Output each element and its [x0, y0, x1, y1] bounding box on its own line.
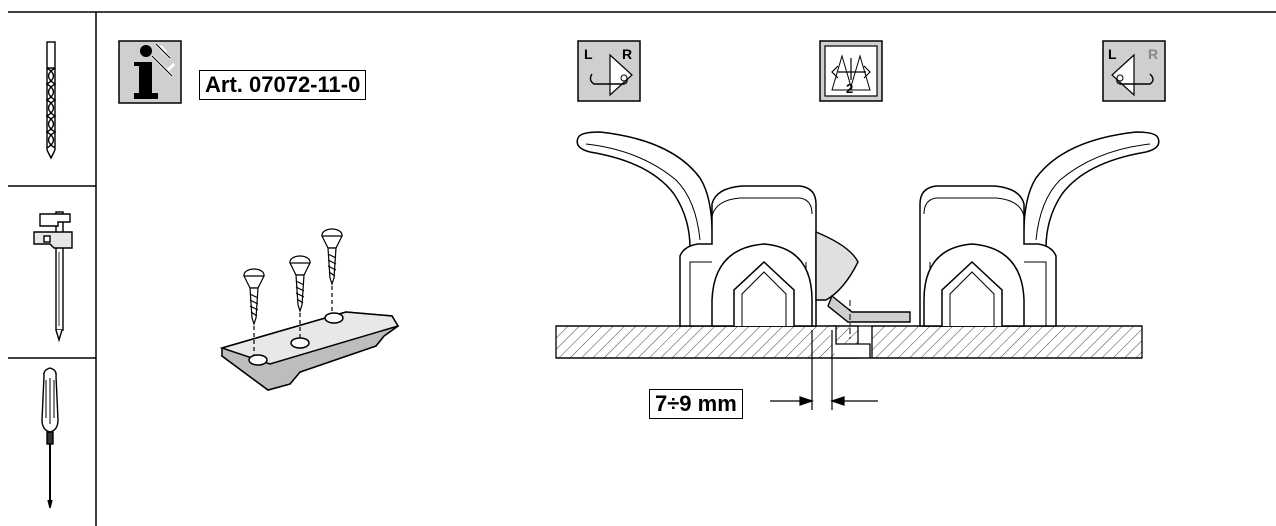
gap-dimension [770, 330, 878, 410]
hinge-left [576, 131, 817, 327]
hinge-adjust-icon: 2 [819, 40, 883, 102]
gap-dimension-label: 7÷9 mm [649, 389, 743, 419]
hinge-left-letter-l: L [584, 46, 593, 62]
screwdriver-icon [41, 367, 59, 509]
hinge-right-letter-r: R [1148, 46, 1158, 62]
hinge-adjust-number: 2 [846, 81, 853, 96]
screw-1 [243, 268, 265, 356]
hinge-left-letter-r: R [622, 46, 632, 62]
hinge-right-icon: L R [1102, 40, 1166, 102]
info-icon [118, 40, 182, 104]
hinge-right [919, 131, 1160, 327]
screw-2 [289, 255, 311, 340]
hinge-center-arm [815, 230, 911, 340]
frame [8, 11, 1276, 526]
article-number-label: Art. 07072-11-0 [199, 70, 367, 100]
mounting-plate [219, 311, 400, 391]
hinge-right-letter-l: L [1108, 46, 1117, 62]
screw-3 [321, 228, 343, 314]
caliper-icon [33, 211, 73, 343]
drill-bit-icon [45, 41, 57, 160]
mounting-surface [555, 325, 1143, 359]
screw-set [243, 228, 343, 356]
hinge-left-icon: L R [577, 40, 641, 102]
